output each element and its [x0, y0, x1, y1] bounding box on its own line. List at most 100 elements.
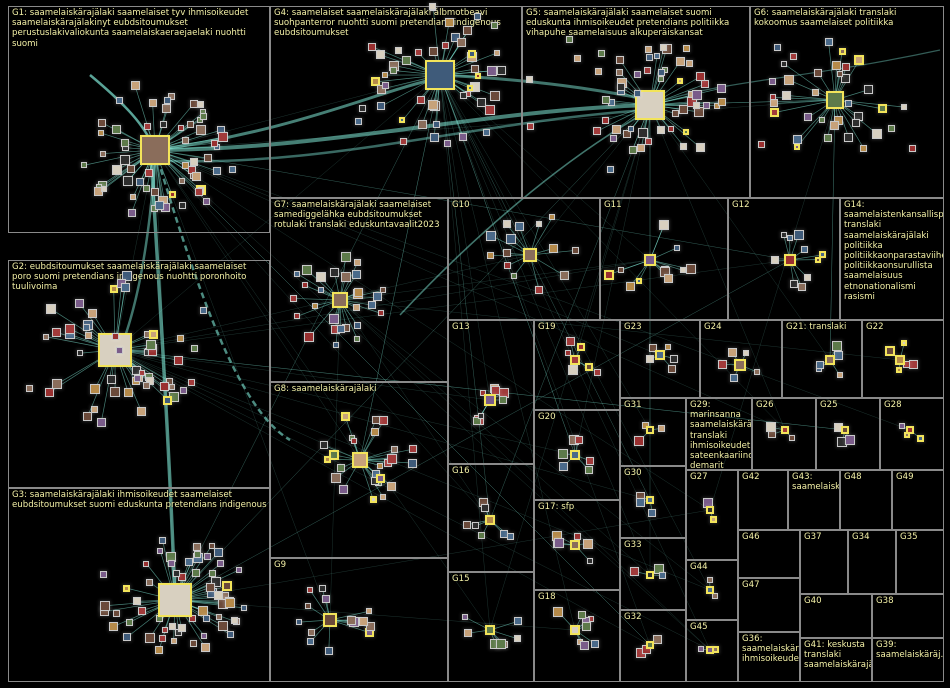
node[interactable]	[851, 118, 860, 127]
node[interactable]	[459, 92, 467, 100]
node[interactable]	[195, 125, 206, 136]
node[interactable]	[417, 120, 427, 130]
node[interactable]	[615, 68, 623, 76]
node[interactable]	[565, 350, 572, 357]
node[interactable]	[734, 359, 746, 371]
node[interactable]	[142, 382, 150, 390]
node[interactable]	[635, 278, 642, 285]
node[interactable]	[523, 248, 537, 262]
node[interactable]	[836, 372, 843, 379]
node[interactable]	[706, 586, 714, 594]
group-g3[interactable]: G3: saamelaiskärajälaki ihmisoikeudet sa…	[8, 488, 270, 682]
node[interactable]	[107, 375, 117, 385]
group-g11[interactable]: G11	[600, 198, 728, 320]
node[interactable]	[188, 378, 196, 386]
node[interactable]	[358, 616, 368, 626]
node[interactable]	[167, 559, 175, 567]
node[interactable]	[296, 619, 303, 626]
node[interactable]	[487, 65, 498, 76]
node[interactable]	[52, 328, 62, 337]
node[interactable]	[240, 604, 247, 611]
node[interactable]	[657, 424, 665, 432]
group-g43[interactable]: G43: saamelaisk...	[788, 470, 840, 530]
node[interactable]	[695, 143, 705, 153]
group-g48[interactable]: G48	[840, 470, 892, 530]
node[interactable]	[230, 616, 238, 624]
node[interactable]	[139, 369, 146, 376]
node[interactable]	[840, 74, 850, 84]
node[interactable]	[680, 267, 686, 274]
node[interactable]	[123, 584, 131, 592]
node[interactable]	[825, 355, 835, 365]
node[interactable]	[678, 104, 688, 114]
node[interactable]	[407, 458, 417, 468]
node[interactable]	[511, 272, 518, 279]
node[interactable]	[513, 635, 521, 643]
node[interactable]	[148, 330, 158, 340]
node[interactable]	[133, 597, 142, 606]
group-g24[interactable]: G24	[700, 320, 782, 398]
node[interactable]	[841, 426, 849, 434]
node[interactable]	[896, 367, 903, 373]
group-g1[interactable]: G1: saamelaiskärajälaki saamelaiset tyv …	[8, 6, 270, 233]
node[interactable]	[702, 101, 710, 109]
node[interactable]	[634, 71, 642, 79]
node[interactable]	[718, 359, 728, 369]
node[interactable]	[387, 454, 398, 465]
node[interactable]	[797, 283, 806, 292]
group-g8[interactable]: G8: saamelaiskärajälaki	[270, 382, 448, 558]
node[interactable]	[340, 272, 351, 283]
node[interactable]	[130, 81, 140, 91]
node[interactable]	[658, 219, 669, 230]
node[interactable]	[137, 407, 147, 417]
node[interactable]	[64, 323, 75, 334]
node[interactable]	[377, 462, 384, 469]
node[interactable]	[611, 124, 621, 134]
node[interactable]	[409, 445, 418, 454]
node[interactable]	[352, 452, 368, 468]
node[interactable]	[336, 325, 345, 334]
node[interactable]	[657, 126, 666, 135]
node[interactable]	[177, 623, 186, 632]
node[interactable]	[159, 537, 167, 545]
node[interactable]	[675, 56, 685, 66]
node[interactable]	[635, 90, 665, 120]
group-g13[interactable]: G13	[448, 320, 534, 464]
node[interactable]	[154, 201, 164, 211]
node[interactable]	[709, 515, 717, 523]
node[interactable]	[633, 89, 641, 97]
node[interactable]	[576, 343, 585, 352]
node[interactable]	[111, 124, 121, 134]
node[interactable]	[823, 133, 832, 142]
node[interactable]	[814, 256, 821, 263]
node[interactable]	[25, 384, 33, 392]
node[interactable]	[100, 186, 107, 193]
node[interactable]	[646, 571, 654, 579]
node[interactable]	[901, 104, 908, 111]
node[interactable]	[336, 463, 345, 472]
node[interactable]	[401, 55, 411, 65]
node[interactable]	[178, 573, 187, 582]
node[interactable]	[203, 154, 212, 163]
node[interactable]	[604, 269, 615, 280]
node[interactable]	[646, 426, 654, 434]
node[interactable]	[358, 105, 366, 113]
node[interactable]	[42, 333, 49, 340]
node[interactable]	[161, 103, 171, 113]
node[interactable]	[88, 308, 98, 318]
node[interactable]	[625, 281, 635, 291]
node[interactable]	[203, 198, 211, 206]
node[interactable]	[717, 97, 726, 106]
node[interactable]	[191, 171, 201, 181]
node[interactable]	[585, 466, 594, 475]
node[interactable]	[177, 124, 184, 131]
node[interactable]	[693, 102, 701, 110]
node[interactable]	[774, 44, 782, 52]
node[interactable]	[328, 449, 339, 460]
node[interactable]	[845, 100, 853, 108]
group-g36[interactable]: G36: saamelaiskärä... ihmisoikeudet	[738, 632, 800, 682]
group-g34[interactable]: G34	[848, 530, 896, 594]
node[interactable]	[100, 150, 107, 157]
node[interactable]	[123, 633, 132, 641]
group-g4[interactable]: G4: saamelaiset saamelaiskärajälaki álbm…	[270, 6, 522, 198]
